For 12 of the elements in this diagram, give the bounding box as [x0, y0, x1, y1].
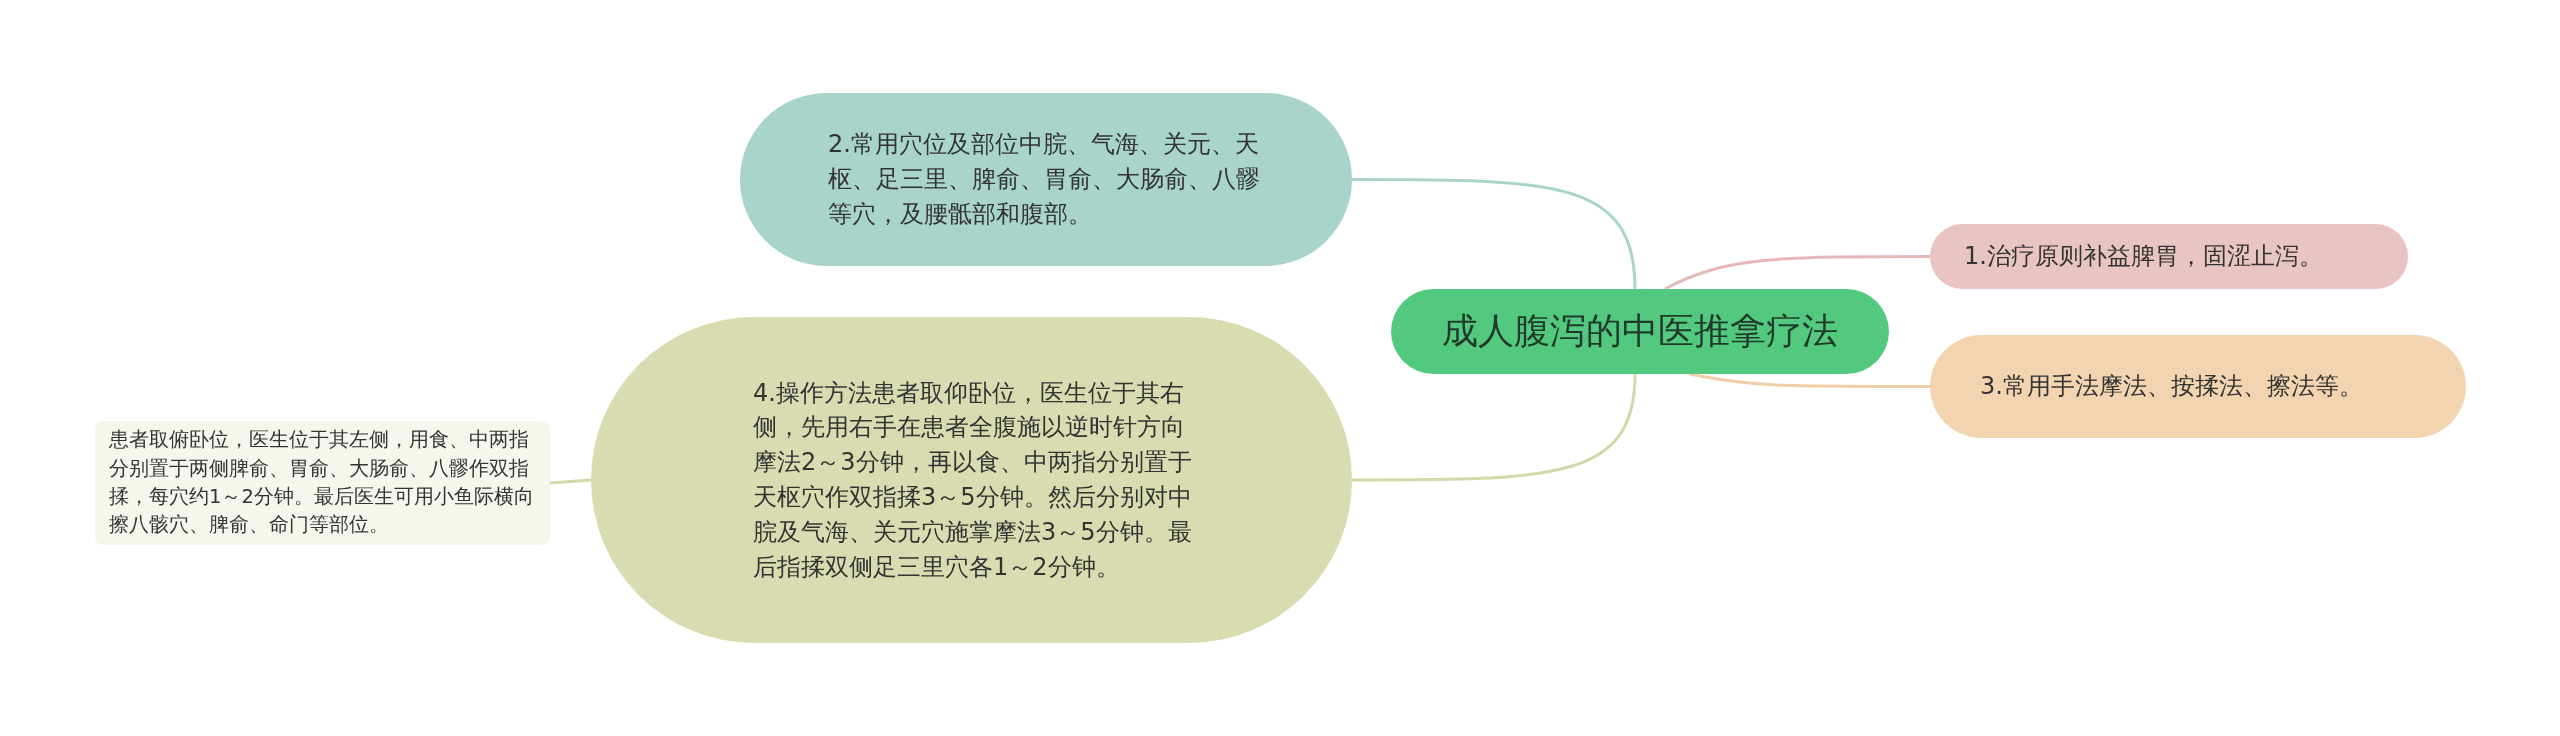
connector-line [1664, 255, 1930, 291]
topic-text: 3.常用手法摩法、按揉法、擦法等。 [1980, 371, 2363, 403]
topic-text: 1.治疗原则补益脾胃，固涩止泻。 [1964, 241, 2323, 273]
topic-text: 患者取俯卧位，医生位于其左侧，用食、中两指分别置于两侧脾俞、胃俞、大肠俞、八髎作双指揉，每穴约1～2分钟。最后医生可用小鱼际横向擦八骸穴、脾俞、命门等部位。 [109, 427, 535, 539]
connector-line [1352, 373, 1637, 482]
topic-text: 2.常用穴位及部位中脘、气海、关元、天枢、足三里、脾俞、胃俞、大肠俞、八髎等穴，及腰骶部和腹部。 [828, 129, 1261, 230]
note-box [95, 421, 550, 545]
topic-text: 4.操作方法患者取仰卧位，医生位于其右侧，先用右手在患者全腹施以逆时针方向摩法2～3分钟，再以食、中两指分别置于天枢穴作双指揉3～5分钟。然后分别对中脘及气海、关元穴施掌摩法3～5分钟。最后指揉双侧足三里穴各1～2分钟。 [753, 377, 1193, 583]
connector-line [549, 478, 592, 485]
connector-line [1352, 178, 1637, 290]
connector-line [1689, 372, 1930, 388]
topic-text: 成人腹泻的中医推拿疗法 [1442, 309, 1838, 354]
